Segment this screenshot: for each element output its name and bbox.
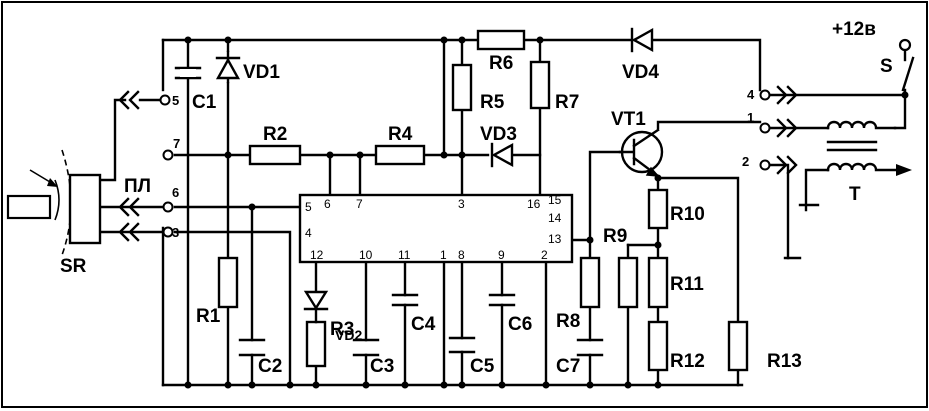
ic-pin-12: 12 — [310, 248, 324, 262]
diode-vd4 — [630, 27, 654, 53]
label-r3: R3 — [330, 319, 354, 340]
capacitor-c5 — [448, 336, 476, 354]
ic-pin-11: 11 — [398, 248, 411, 262]
capacitor-c2 — [238, 338, 266, 357]
label-vd4: VD4 — [622, 62, 659, 83]
sensor-sr — [6, 149, 102, 256]
wiring — [98, 38, 907, 387]
conn-pin-6: 6 — [172, 185, 179, 200]
diode-vd1 — [215, 50, 241, 84]
transistor-vt1 — [618, 128, 664, 178]
resistor-r3 — [305, 320, 327, 368]
switch-s — [898, 38, 915, 92]
ic-pin-6: 6 — [324, 197, 331, 211]
conn-pin-5: 5 — [172, 93, 179, 108]
capacitor-c3 — [352, 338, 380, 357]
resistor-r8 — [579, 256, 601, 309]
label-c6: C6 — [508, 314, 532, 335]
label-vd3: VD3 — [480, 124, 517, 145]
capacitor-c1 — [174, 66, 202, 80]
resistor-r11 — [647, 256, 669, 309]
ic-pin-7: 7 — [356, 197, 363, 211]
label-plug: ПЛ — [124, 176, 151, 197]
label-c2: C2 — [258, 356, 282, 377]
ic-pin-14: 14 — [548, 211, 562, 225]
conn-pin-7: 7 — [173, 136, 180, 151]
ic-pin-2: 2 — [541, 248, 548, 262]
resistors — [217, 29, 749, 372]
capacitor-c7 — [576, 338, 604, 357]
conn-pin-3: 3 — [172, 225, 179, 240]
label-r8: R8 — [556, 311, 580, 332]
conn-pin-2: 2 — [742, 154, 749, 169]
label-r1: R1 — [196, 306, 221, 327]
label-vt1: VT1 — [611, 109, 646, 130]
labels: C1 VD1 R2 R4 R6 R5 R7 VD3 VD4 VT1 +12в S… — [60, 19, 893, 377]
resistor-r1 — [217, 256, 239, 309]
label-r4: R4 — [388, 124, 413, 145]
label-supply: +12в — [832, 19, 876, 40]
resistor-r6 — [476, 29, 526, 51]
conn-pin-4: 4 — [747, 87, 755, 102]
conn-pin-1: 1 — [747, 110, 754, 125]
diodes — [215, 27, 654, 324]
ic-pin-13: 13 — [548, 232, 562, 246]
resistor-r10 — [647, 188, 669, 230]
label-r10: R10 — [670, 204, 705, 225]
label-r12: R12 — [670, 351, 705, 372]
ic-pin-5: 5 — [305, 200, 312, 214]
resistor-r12 — [647, 320, 669, 372]
ic-pin-8: 8 — [458, 248, 465, 262]
label-sensor: SR — [60, 256, 87, 277]
label-switch: S — [880, 56, 893, 77]
label-r2: R2 — [263, 124, 287, 145]
diode-vd3 — [490, 142, 514, 168]
label-c1: C1 — [192, 92, 217, 113]
resistor-r7 — [529, 60, 551, 110]
transformer-t — [826, 120, 912, 176]
diode-vd2 — [303, 290, 329, 324]
label-vd2: VD2 — [335, 327, 362, 343]
ic-pin-15: 15 — [548, 193, 562, 207]
label-c4: C4 — [411, 314, 436, 335]
resistor-r9 — [617, 256, 639, 309]
ic-pin-labels: 6 7 3 16 15 14 13 5 4 12 10 11 1 8 9 2 — [305, 193, 562, 262]
connector-terminals — [98, 85, 798, 242]
resistor-r4 — [374, 144, 426, 166]
label-r13: R13 — [767, 351, 802, 372]
label-r6: R6 — [489, 53, 513, 74]
resistor-r2 — [248, 144, 302, 166]
label-r11: R11 — [670, 274, 704, 295]
ic-pin-9: 9 — [498, 248, 505, 262]
resistor-r5 — [451, 63, 473, 112]
ic-pin-3: 3 — [458, 197, 465, 211]
label-r5: R5 — [480, 92, 505, 113]
capacitor-c6 — [488, 293, 516, 307]
ic-pin-10: 10 — [359, 248, 373, 262]
label-c5: C5 — [470, 356, 495, 377]
ic-pin-4: 4 — [305, 226, 312, 240]
label-c7: C7 — [556, 356, 580, 377]
label-r7: R7 — [555, 92, 579, 113]
capacitor-c4 — [391, 293, 419, 307]
ic-pin-1: 1 — [440, 248, 447, 262]
label-r9: R9 — [603, 226, 627, 247]
junction-dots — [184, 36, 909, 389]
ic-chip — [298, 193, 574, 264]
resistor-r13 — [727, 320, 749, 372]
label-c3: C3 — [370, 356, 394, 377]
label-transformer: T — [849, 184, 861, 205]
capacitors — [174, 66, 604, 357]
connector-pin-labels: 5 7 6 3 4 1 2 — [172, 87, 755, 240]
ic-pin-16: 16 — [527, 197, 541, 211]
label-vd1: VD1 — [243, 62, 280, 83]
